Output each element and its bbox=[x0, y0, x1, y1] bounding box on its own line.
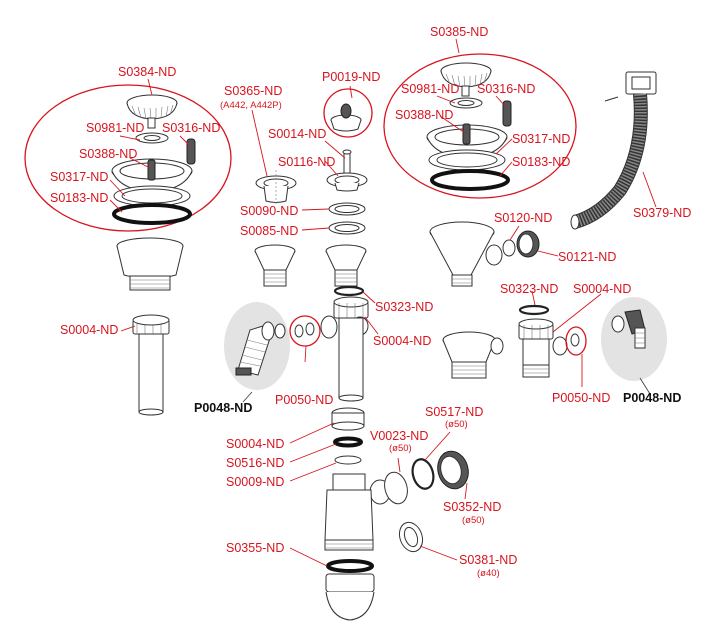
s0121-nut bbox=[516, 230, 540, 258]
label-s0517: S0517-ND bbox=[425, 405, 484, 419]
label-right-s0981: S0981-ND bbox=[401, 82, 460, 96]
right-s0183-gasket bbox=[430, 169, 510, 191]
s0516-ring bbox=[333, 436, 363, 448]
left-p0048-elbow bbox=[235, 321, 286, 376]
label-s0381: S0381-ND bbox=[459, 553, 518, 567]
trap-bottom-cup bbox=[325, 573, 375, 621]
p0019-stopper bbox=[330, 103, 362, 132]
label-right-s0317: S0317-ND bbox=[512, 132, 571, 146]
s0352-nut bbox=[437, 450, 469, 490]
label-left-s0981: S0981-ND bbox=[86, 121, 145, 135]
s0009-washer bbox=[334, 455, 362, 465]
s0517-ring bbox=[411, 458, 435, 490]
label-s0014: S0014-ND bbox=[268, 127, 327, 141]
label-s0085: S0085-ND bbox=[240, 224, 299, 238]
label-mid-s0004: S0004-ND bbox=[373, 334, 432, 348]
left-s0183-gasket bbox=[112, 203, 192, 225]
label-s0121: S0121-ND bbox=[558, 250, 617, 264]
trap-s0004-nut bbox=[331, 407, 365, 431]
left-tailpiece bbox=[132, 314, 170, 416]
label-right-p0050: P0050-ND bbox=[552, 391, 611, 405]
p0019-outline bbox=[323, 88, 373, 138]
label-s0379: S0379-ND bbox=[633, 206, 692, 220]
label-s0355: S0355-ND bbox=[226, 541, 285, 555]
label-left-p0050: P0050-ND bbox=[275, 393, 334, 407]
left-s0388-body bbox=[111, 158, 193, 193]
right-waste-body bbox=[442, 331, 504, 379]
s0120-ring bbox=[502, 239, 516, 257]
label-s0365: S0365-ND bbox=[224, 84, 283, 98]
label-s0009: S0009-ND bbox=[226, 475, 285, 489]
label-right-s0316: S0316-ND bbox=[477, 82, 536, 96]
left-waste-body bbox=[116, 237, 184, 291]
label-mid-s0323: S0323-ND bbox=[375, 300, 434, 314]
right-basket-group-outline bbox=[383, 53, 577, 199]
label-p0019: P0019-ND bbox=[322, 70, 381, 84]
label-s0517-sub: (ø50) bbox=[445, 419, 468, 430]
right-basket-strainer bbox=[440, 62, 492, 97]
label-right-s0323: S0323-ND bbox=[500, 282, 559, 296]
label-s0385: S0385-ND bbox=[430, 25, 489, 39]
mid-s0323-ring bbox=[333, 285, 365, 297]
right-funnel-body bbox=[429, 221, 503, 287]
label-right-s0004: S0004-ND bbox=[573, 282, 632, 296]
v0023-washer bbox=[384, 471, 408, 505]
left-p0050-outline bbox=[289, 315, 321, 347]
left-basket-group-outline bbox=[24, 84, 232, 232]
label-s0384: S0384-ND bbox=[118, 65, 177, 79]
trap-body bbox=[324, 473, 391, 551]
waste-body-right-mid bbox=[325, 244, 367, 287]
label-s0352-sub: (ø50) bbox=[462, 515, 485, 526]
label-s0365-sub: (A442, A442P) bbox=[220, 100, 282, 111]
waste-body-left-mid bbox=[254, 244, 296, 287]
label-s0516: S0516-ND bbox=[226, 456, 285, 470]
right-tee-pipe bbox=[518, 318, 568, 378]
left-s0316-screw bbox=[186, 138, 196, 165]
label-s0116: S0116-ND bbox=[278, 155, 336, 169]
label-left-s0317: S0317-ND bbox=[50, 170, 109, 184]
label-right-p0048: P0048-ND bbox=[623, 391, 682, 405]
label-s0090: S0090-ND bbox=[240, 204, 299, 218]
right-s0316-screw bbox=[502, 100, 512, 127]
s0355-ring bbox=[326, 559, 374, 573]
label-s0381-sub: (ø40) bbox=[477, 568, 500, 579]
label-left-s0316: S0316-ND bbox=[162, 121, 221, 135]
right-s0323-ring bbox=[518, 304, 550, 316]
label-s0352: S0352-ND bbox=[443, 500, 502, 514]
label-left-s0388: S0388-ND bbox=[79, 147, 138, 161]
right-p0048-elbow bbox=[611, 309, 646, 349]
mid-tee-pipe bbox=[333, 296, 369, 402]
label-v0023: V0023-ND bbox=[370, 429, 429, 443]
label-left-s0004: S0004-ND bbox=[60, 323, 119, 337]
label-left-s0183: S0183-ND bbox=[50, 191, 109, 205]
right-p0050-outline bbox=[565, 326, 587, 356]
label-left-p0048: P0048-ND bbox=[194, 401, 253, 415]
label-v0023-sub: (ø50) bbox=[389, 443, 412, 454]
s0365-flange bbox=[255, 170, 297, 206]
label-right-s0388: S0388-ND bbox=[395, 108, 454, 122]
s0379-overflow-hose bbox=[570, 71, 657, 230]
label-right-s0183: S0183-ND bbox=[512, 155, 571, 169]
label-trap-s0004: S0004-ND bbox=[226, 437, 285, 451]
left-basket-strainer bbox=[126, 94, 178, 129]
right-p0048-highlight bbox=[601, 297, 667, 381]
label-s0120: S0120-ND bbox=[494, 211, 553, 225]
s0116-flange bbox=[326, 172, 368, 192]
